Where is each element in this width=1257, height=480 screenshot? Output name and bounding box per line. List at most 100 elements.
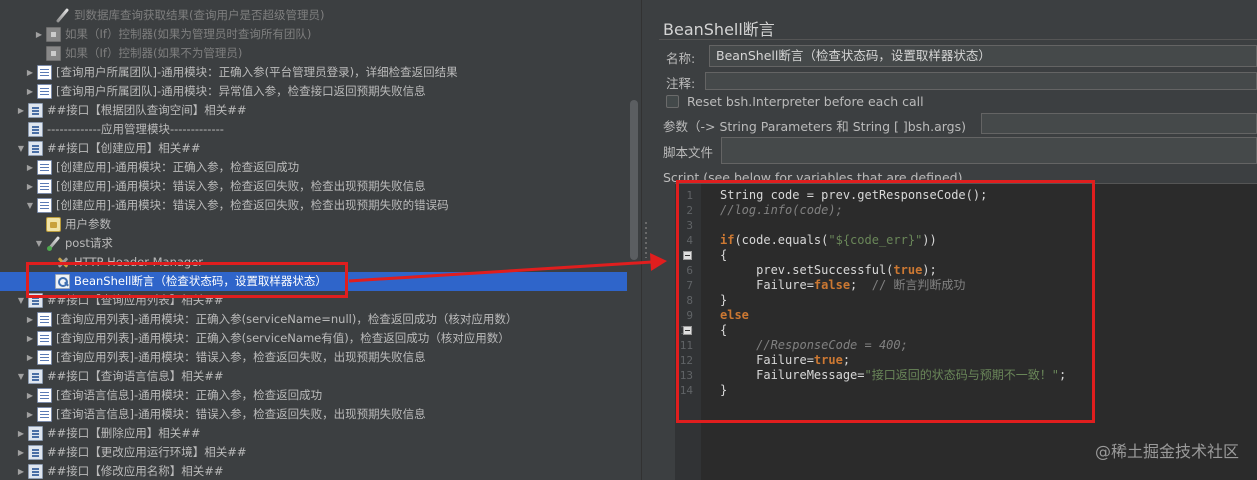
reset-interpreter-label[interactable]: Reset bsh.Interpreter before each call <box>687 94 924 109</box>
tree-item-label: post请求 <box>65 236 113 250</box>
line-number: 14 <box>679 384 693 397</box>
code-token: ; <box>850 278 872 292</box>
test-plan-tree[interactable]: 到数据库查询获取结果(查询用户是否超级管理员)▶如果（If）控制器(如果为管理员… <box>0 0 641 480</box>
code-line[interactable]: //ResponseCode = 400; <box>720 338 908 353</box>
expand-toggle-icon[interactable]: ▶ <box>35 30 43 39</box>
code-line[interactable]: { <box>720 248 727 263</box>
code-token: ; <box>1058 368 1067 382</box>
collapse-toggle-icon[interactable]: ▼ <box>35 239 43 248</box>
code-line[interactable]: } <box>720 293 727 308</box>
expand-toggle-icon[interactable]: ▶ <box>26 410 34 419</box>
reset-interpreter-checkbox[interactable] <box>666 95 679 108</box>
code-token: true <box>893 263 923 277</box>
tree-item[interactable]: ▶[创建应用]-通用模块：错误入参，检查返回失败，检查出现预期失败信息 <box>0 177 627 196</box>
expand-toggle-icon[interactable]: ▶ <box>26 353 34 362</box>
collapse-toggle-icon[interactable]: ▼ <box>17 372 25 381</box>
tree-item[interactable]: ▶##接口【修改应用名称】相关## <box>0 462 627 480</box>
tree-item[interactable]: ▼##接口【创建应用】相关## <box>0 139 627 158</box>
code-line[interactable]: prev.setSuccessful(true); <box>720 263 937 278</box>
code-line[interactable]: String code = prev.getResponseCode(); <box>720 188 987 203</box>
fold-toggle-icon[interactable] <box>683 326 692 335</box>
tree-item-label: [查询用户所属团队]-通用模块：异常值入参，检查接口返回预期失败信息 <box>56 84 426 98</box>
code-line[interactable]: if(code.equals("${code_err}")) <box>720 233 937 248</box>
tree-item-label: [查询应用列表]-通用模块：错误入参，检查返回失败，出现预期失败信息 <box>56 350 426 364</box>
tree-item[interactable]: ▶[查询语言信息]-通用模块：正确入参，检查返回成功 <box>0 386 627 405</box>
tree-item[interactable]: ▶ [创建应用]-通用模块：正确入参，检查返回成功 <box>0 158 627 177</box>
code-token: "${code_err}" <box>828 233 923 247</box>
code-token: if <box>720 233 735 247</box>
tree-item[interactable]: ▼[创建应用]-通用模块：错误入参，检查返回失败，检查出现预期失败的错误码 <box>0 196 627 215</box>
tree-item[interactable]: ▶##接口【根据团队查询空间】相关## <box>0 101 627 120</box>
thread-group-icon <box>28 369 43 384</box>
tree-item[interactable]: 如果（If）控制器(如果不为管理员) <box>0 44 627 63</box>
code-token: true <box>813 353 843 367</box>
panel-title: BeanShell断言 <box>663 20 775 39</box>
tree-item[interactable]: ▶[查询用户所属团队]-通用模块：正确入参(平台管理员登录)，详细检查返回结果 <box>0 63 627 82</box>
code-token: // 断言判断成功 <box>871 278 966 292</box>
thread-group-icon <box>28 103 43 118</box>
code-line[interactable]: Failure=false; // 断言判断成功 <box>720 278 965 293</box>
code-line[interactable]: //log.info(code); <box>720 203 843 218</box>
tree-item[interactable]: ▶##接口【更改应用运行环境】相关## <box>0 443 627 462</box>
code-token: //ResponseCode = 400; <box>720 338 908 352</box>
expand-toggle-icon[interactable]: ▶ <box>26 391 34 400</box>
params-field[interactable] <box>981 113 1257 134</box>
code-token: { <box>720 323 728 337</box>
tree-item[interactable]: ▶[查询应用列表]-通用模块：正确入参(serviceName=null)，检查… <box>0 310 627 329</box>
expand-toggle-icon[interactable]: ▶ <box>26 334 34 343</box>
code-line[interactable]: Failure=true; <box>720 353 850 368</box>
expand-toggle-icon[interactable]: ▶ <box>26 182 34 191</box>
expand-toggle-icon[interactable]: ▶ <box>17 429 25 438</box>
code-line[interactable]: else <box>720 308 749 323</box>
tree-item[interactable]: ▶ [查询应用列表]-通用模块：错误入参，检查返回失败，出现预期失败信息 <box>0 348 627 367</box>
tree-item[interactable]: 到数据库查询获取结果(查询用户是否超级管理员) <box>0 6 627 25</box>
code-line[interactable]: } <box>720 383 727 398</box>
script-file-field[interactable] <box>721 137 1257 164</box>
tree-item[interactable]: ▼##接口【查询语言信息】相关## <box>0 367 627 386</box>
parameters-icon <box>46 217 61 232</box>
tree-item[interactable]: ▶[查询应用列表]-通用模块：正确入参(serviceName有值)，检查返回成… <box>0 329 627 348</box>
tree-scrollbar[interactable] <box>627 0 641 480</box>
expand-toggle-icon[interactable]: ▶ <box>26 315 34 324</box>
tree-scrollbar-thumb[interactable] <box>630 100 638 260</box>
tree-item[interactable]: ▼ post请求 <box>0 234 627 253</box>
thread-group-icon <box>28 445 43 460</box>
tree-item[interactable]: ▶ [查询用户所属团队]-通用模块：异常值入参，检查接口返回预期失败信息 <box>0 82 627 101</box>
code-token: prev.setSuccessful( <box>720 263 894 277</box>
code-line[interactable]: FailureMessage="接口返回的状态码与预期不一致！"; <box>720 368 1066 383</box>
panel-splitter[interactable] <box>641 0 650 480</box>
tree-item-label: ##接口【删除应用】相关## <box>47 426 201 440</box>
tree-item[interactable]: ▶ [查询语言信息]-通用模块：错误入参，检查返回失败，出现预期失败信息 <box>0 405 627 424</box>
line-number: 8 <box>686 294 693 307</box>
code-line[interactable]: { <box>720 323 727 338</box>
line-number: 7 <box>686 279 693 292</box>
expand-toggle-icon[interactable]: ▶ <box>26 87 34 96</box>
tree-item[interactable]: ▶如果（If）控制器(如果为管理员时查询所有团队) <box>0 25 627 44</box>
tree-item[interactable]: -------------应用管理模块------------- <box>0 120 627 139</box>
script-editor[interactable]: 1234567891011121314 String code = prev.g… <box>675 183 1257 480</box>
expand-toggle-icon[interactable]: ▶ <box>26 68 34 77</box>
tree-item-label: [创建应用]-通用模块：正确入参，检查返回成功 <box>56 160 300 174</box>
expand-toggle-icon[interactable]: ▶ <box>17 448 25 457</box>
sampler-icon <box>37 350 52 365</box>
expand-toggle-icon[interactable]: ▶ <box>17 106 25 115</box>
code-token: String code = prev.getResponseCode(); <box>720 188 988 202</box>
name-field[interactable]: BeanShell断言（检查状态码，设置取样器状态） <box>709 45 1257 67</box>
comment-field[interactable] <box>705 72 1257 90</box>
expand-toggle-icon[interactable]: ▶ <box>26 163 34 172</box>
expand-toggle-icon[interactable]: ▶ <box>17 467 25 476</box>
name-label: 名称: <box>666 51 696 66</box>
tree-item-label: [查询语言信息]-通用模块：错误入参，检查返回失败，出现预期失败信息 <box>56 407 426 421</box>
watermark: @稀土掘金技术社区 <box>1094 442 1239 461</box>
line-number: 13 <box>679 369 693 382</box>
collapse-toggle-icon[interactable]: ▼ <box>17 144 25 153</box>
tree-item[interactable]: 用户参数 <box>0 215 627 234</box>
line-number: 9 <box>686 309 693 322</box>
tree-item[interactable]: ▶ ##接口【删除应用】相关## <box>0 424 627 443</box>
code-token: ); <box>922 263 937 277</box>
thread-group-icon <box>28 141 43 156</box>
code-token: false <box>813 278 851 292</box>
collapse-toggle-icon[interactable]: ▼ <box>17 296 25 305</box>
collapse-toggle-icon[interactable]: ▼ <box>26 201 34 210</box>
fold-toggle-icon[interactable] <box>683 251 692 260</box>
